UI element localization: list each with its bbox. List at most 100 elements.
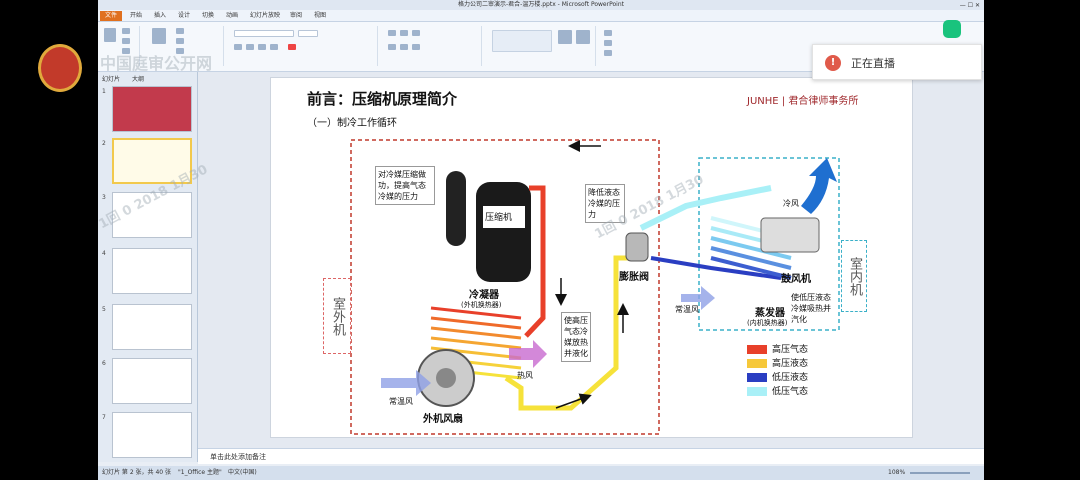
high-pressure-gas-pipe	[524, 185, 546, 338]
thumbnail-image	[112, 86, 192, 132]
tab-animations[interactable]: 动画	[226, 12, 239, 19]
shapes-gallery[interactable]	[492, 30, 552, 52]
legend-swatch	[747, 359, 767, 368]
legend-item: 高压液态	[747, 356, 808, 369]
tab-review[interactable]: 审阅	[290, 12, 303, 19]
cut-icon[interactable]	[122, 28, 130, 34]
clipboard-group[interactable]	[100, 26, 140, 66]
blower-shape	[760, 217, 820, 253]
paragraph-group[interactable]	[382, 26, 482, 66]
layout-icon[interactable]	[176, 28, 184, 34]
bold-icon[interactable]	[234, 44, 242, 50]
shadow-icon[interactable]	[270, 44, 278, 50]
high-pressure-liquid-pipe	[504, 255, 634, 411]
slides-group[interactable]	[144, 26, 224, 66]
notes-pane[interactable]: 单击此处添加备注	[198, 448, 984, 464]
underline-icon[interactable]	[258, 44, 266, 50]
font-color-icon[interactable]	[288, 44, 296, 50]
reset-icon[interactable]	[176, 38, 184, 44]
section-icon[interactable]	[176, 48, 184, 54]
legend-item: 低压液态	[747, 370, 808, 383]
quick-styles-icon[interactable]	[576, 30, 590, 44]
drawing-group[interactable]	[486, 26, 596, 66]
slide-thumbnail[interactable]: 5	[102, 304, 194, 352]
indent-icon[interactable]	[412, 30, 420, 36]
font-name-select[interactable]	[234, 30, 294, 37]
watermark-text: 中国庭审公开网	[100, 54, 213, 73]
compressor-label-bg	[483, 206, 525, 228]
format-painter-icon[interactable]	[122, 48, 130, 54]
arrange-icon[interactable]	[558, 30, 572, 44]
valve-label: 膨胀阀	[619, 272, 649, 283]
slide-number: 1	[102, 88, 106, 95]
slide-number: 7	[102, 414, 106, 421]
tab-slides[interactable]: 幻灯片	[102, 76, 121, 83]
hot-air-label: 热风	[517, 371, 533, 380]
live-banner: ! 正在直播	[812, 44, 982, 80]
tab-slideshow[interactable]: 幻灯片放映	[250, 12, 281, 19]
replace-icon[interactable]	[604, 40, 612, 46]
indoor-unit-label: 室内机	[841, 240, 867, 312]
font-size-select[interactable]	[298, 30, 318, 37]
thumbnail-image	[112, 412, 192, 458]
new-slide-icon[interactable]	[152, 28, 166, 44]
slide-thumbnail[interactable]: 6	[102, 358, 194, 406]
align-left-icon[interactable]	[388, 44, 396, 50]
evaporator-label: 蒸发器	[755, 308, 785, 319]
chat-icon[interactable]	[943, 20, 961, 38]
legend-swatch	[747, 373, 767, 382]
tab-home[interactable]: 开始	[130, 12, 143, 19]
slide-thumbnail[interactable]: 4	[102, 248, 194, 296]
status-bar: 幻灯片 第 2 张，共 40 张 "1_Office 主题" 中文(中国) 10…	[98, 466, 984, 480]
fan-label: 外机风扇	[423, 414, 463, 425]
legend-label: 高压气态	[772, 345, 809, 355]
align-right-icon[interactable]	[412, 44, 420, 50]
tab-insert[interactable]: 插入	[154, 12, 167, 19]
firm-logo: JUNHE | 君合律师事务所	[747, 96, 859, 107]
compressor-label: 压缩机	[485, 213, 513, 223]
slide-number: 4	[102, 250, 106, 257]
expansion-valve-shape	[625, 232, 649, 262]
tab-view[interactable]: 视图	[314, 12, 327, 19]
slide-number: 5	[102, 306, 106, 313]
court-emblem-icon	[38, 44, 82, 92]
slide-thumbnail[interactable]: 7	[102, 412, 194, 460]
select-icon[interactable]	[604, 50, 612, 56]
slide-thumbnail-pane[interactable]: 幻灯片 大纲 1 2 3 4 5 6 7	[98, 72, 198, 462]
font-group[interactable]	[228, 26, 378, 66]
normal-air-right-label: 常温风	[675, 305, 699, 314]
copy-icon[interactable]	[122, 38, 130, 44]
slide-number: 3	[102, 194, 106, 201]
legend-label: 低压气态	[772, 387, 809, 397]
tab-file[interactable]: 文件	[100, 11, 122, 21]
tab-design[interactable]: 设计	[178, 12, 191, 19]
low-pressure-gas-pipe	[639, 185, 772, 231]
outdoor-unit-label: 室外机	[323, 278, 351, 354]
find-icon[interactable]	[604, 30, 612, 36]
zoom-slider[interactable]	[910, 472, 970, 474]
slide-thumbnail[interactable]: 3	[102, 192, 194, 240]
tab-outline[interactable]: 大纲	[131, 76, 144, 83]
align-center-icon[interactable]	[400, 44, 408, 50]
indoor-box	[698, 157, 840, 331]
current-slide[interactable]: 前言：压缩机原理简介 （一）制冷工作循环 JUNHE | 君合律师事务所 室外机…	[270, 77, 913, 438]
thumbnail-image	[112, 304, 192, 350]
window-controls[interactable]: — ☐ ✕	[959, 2, 980, 9]
tab-transitions[interactable]: 切换	[202, 12, 215, 19]
low-pressure-liquid-pipe	[650, 256, 782, 280]
slide-number: 6	[102, 360, 106, 367]
language: 中文(中国)	[228, 469, 257, 476]
slide-thumbnail[interactable]: 1	[102, 86, 194, 134]
bullets-icon[interactable]	[388, 30, 396, 36]
italic-icon[interactable]	[246, 44, 254, 50]
numbering-icon[interactable]	[400, 30, 408, 36]
slide-thumbnail[interactable]: 2	[102, 138, 194, 186]
live-label: 正在直播	[851, 57, 895, 70]
editing-group[interactable]	[600, 26, 640, 66]
flow-arrow	[555, 393, 592, 409]
zoom-level[interactable]: 108%	[888, 469, 906, 476]
compressor-note: 对冷媒压缩做功，提高气态冷媒的压力	[375, 166, 435, 205]
compressor-shape	[476, 182, 531, 282]
slide-editor[interactable]: 前言：压缩机原理简介 （一）制冷工作循环 JUNHE | 君合律师事务所 室外机…	[198, 72, 984, 448]
paste-icon[interactable]	[104, 28, 116, 42]
